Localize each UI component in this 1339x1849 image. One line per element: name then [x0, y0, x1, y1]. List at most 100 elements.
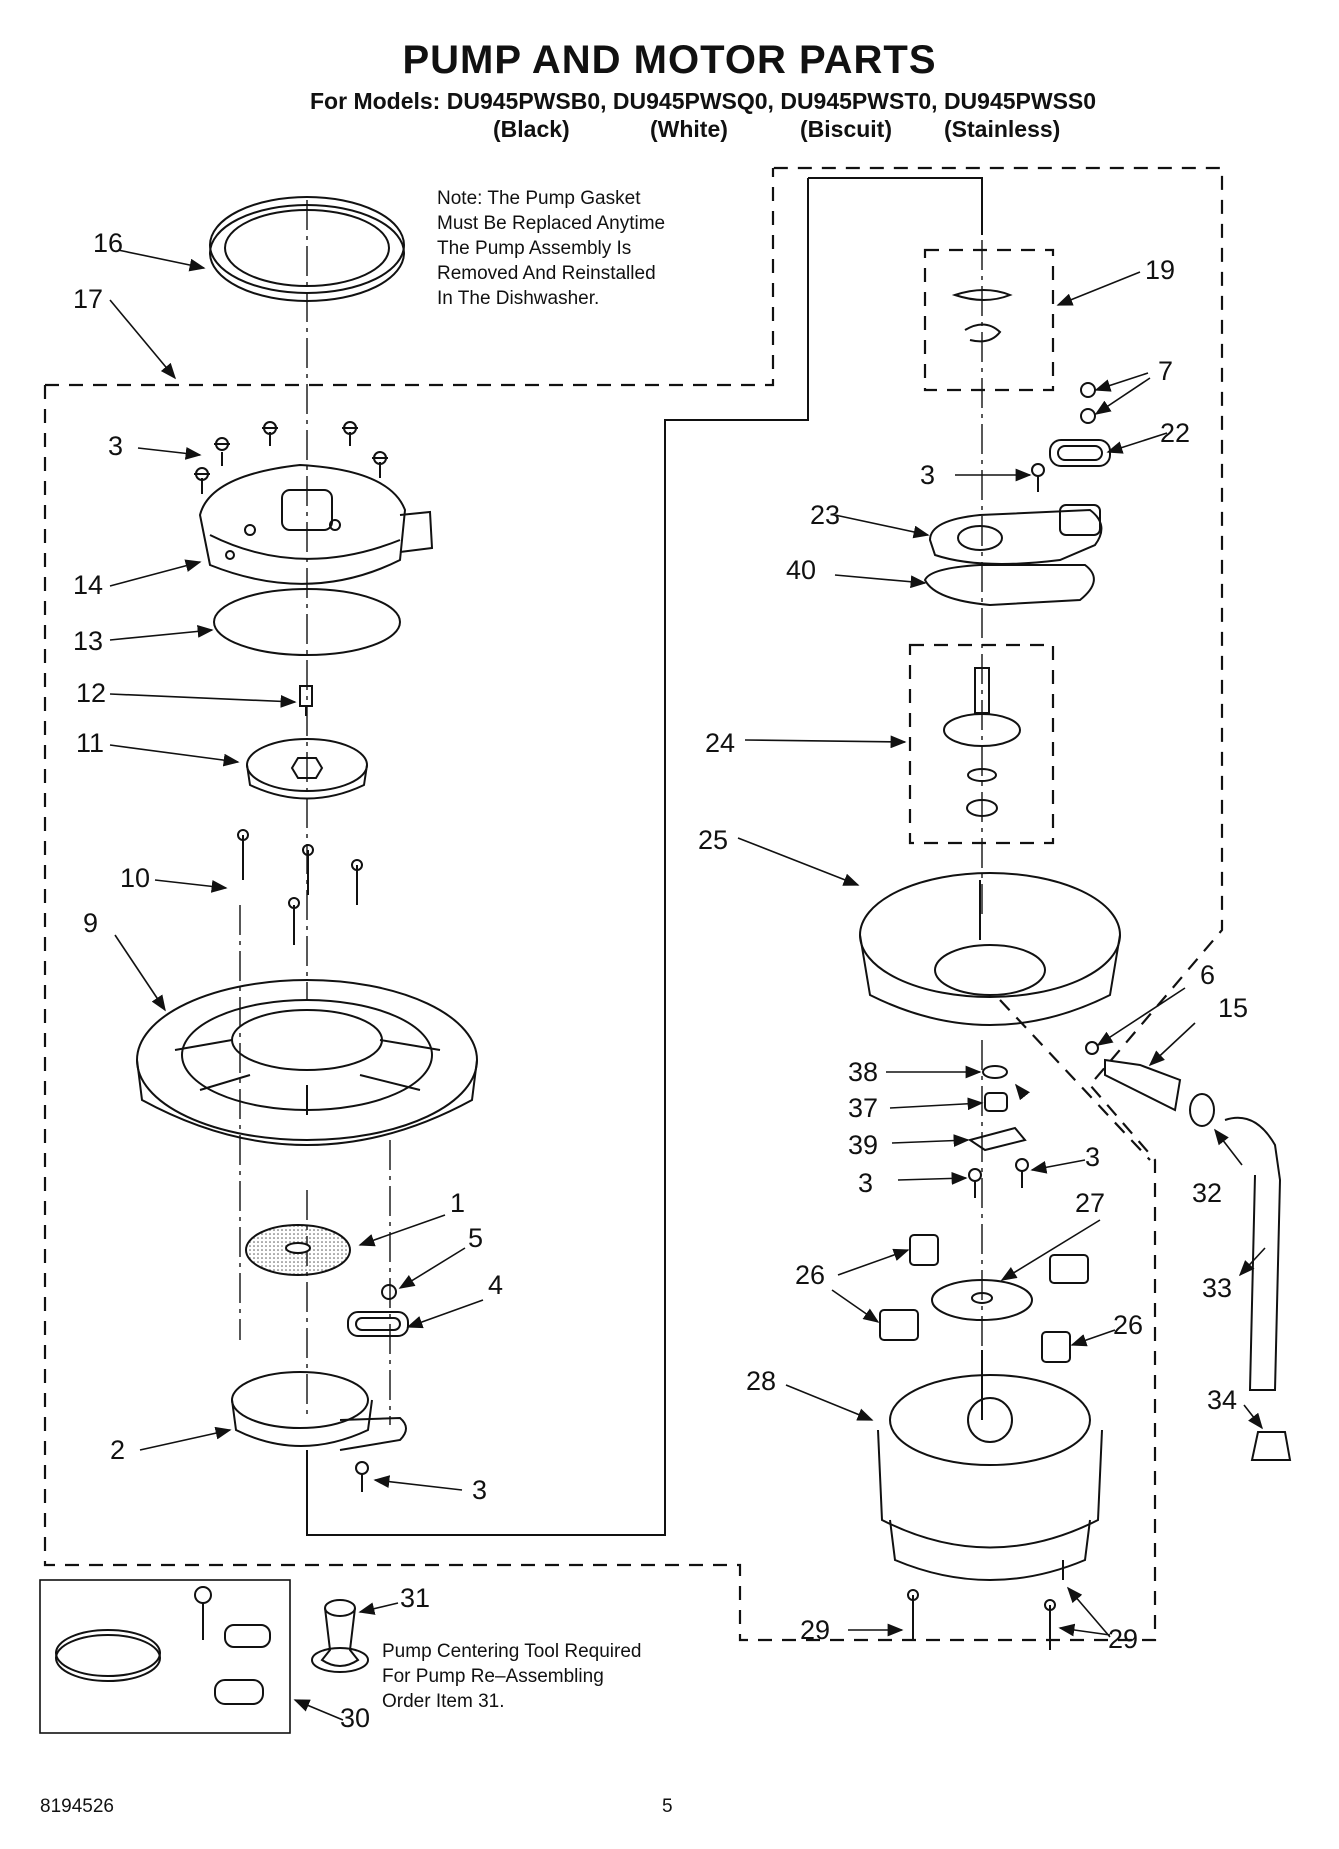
- kit-30-box: [39, 1579, 291, 1734]
- part-15-fitting: [1104, 1058, 1182, 1112]
- part-4-seal: [347, 1311, 409, 1337]
- tool-note: Pump Centering Tool Required For Pump Re…: [382, 1639, 641, 1714]
- callout-15: 15: [1218, 993, 1249, 1023]
- callout-26: 26: [795, 1260, 826, 1290]
- callout-11: 11: [76, 728, 105, 758]
- callout-30: 30: [340, 1703, 371, 1733]
- callout-26: 26: [1113, 1310, 1144, 1340]
- tool-note-line: For Pump Re–Assembling: [382, 1666, 604, 1687]
- callout-33: 33: [1202, 1273, 1233, 1303]
- callout-2: 2: [110, 1435, 126, 1465]
- callout-9: 9: [83, 908, 99, 938]
- models-line: For Models: DU945PWSB0, DU945PWSQ0, DU94…: [310, 88, 1097, 114]
- shaft-guide-line: [808, 177, 983, 235]
- part-37-bearing: [984, 1092, 1008, 1112]
- callout-5: 5: [468, 1223, 484, 1253]
- part-19-clip-spring: [951, 289, 1013, 343]
- part-3-screws-top: [194, 421, 388, 494]
- part-3-screws-right-mid: [968, 1158, 1029, 1198]
- part-1-filter-screen: [245, 1224, 351, 1276]
- frame-line: [306, 178, 809, 1536]
- callout-3: 3: [920, 460, 936, 490]
- part-26-clips: [879, 1234, 1089, 1363]
- callout-37: 37: [848, 1093, 879, 1123]
- callout-1: 1: [450, 1188, 466, 1218]
- callout-39: 39: [848, 1130, 879, 1160]
- part-34-cap: [1250, 1431, 1292, 1461]
- callout-24: 24: [705, 728, 736, 758]
- kit-19-boundary: [923, 248, 1055, 392]
- callout-25: 25: [698, 825, 729, 855]
- callout-3: 3: [858, 1168, 874, 1198]
- callout-22: 22: [1160, 418, 1191, 448]
- document-number: 8194526: [40, 1796, 114, 1817]
- part-7-balls: [1080, 382, 1096, 424]
- gasket-note: Note: The Pump Gasket Must Be Replaced A…: [437, 186, 665, 311]
- part-33-hose: [1224, 1116, 1282, 1391]
- callout-32: 32: [1192, 1178, 1223, 1208]
- color-black: (Black): [493, 116, 570, 142]
- page-title: PUMP AND MOTOR PARTS: [402, 38, 937, 82]
- callout-3: 3: [108, 431, 124, 461]
- leader-lines: [109, 249, 1266, 1721]
- part-5-ball: [381, 1284, 397, 1300]
- gasket-note-line: Note: The Pump Gasket: [437, 188, 641, 209]
- callout-16: 16: [93, 228, 124, 258]
- callout-19: 19: [1145, 255, 1176, 285]
- callout-23: 23: [810, 500, 841, 530]
- callout-29: 29: [1108, 1624, 1139, 1654]
- callout-6: 6: [1200, 960, 1216, 990]
- part-3-screw-bottom: [355, 1461, 369, 1492]
- color-biscuit: (Biscuit): [800, 116, 892, 142]
- part-39-plate: [967, 1126, 1027, 1152]
- part-6-ball: [1085, 1041, 1099, 1055]
- part-13-o-ring: [213, 588, 401, 656]
- part-11-impeller: [246, 738, 368, 800]
- part-27-slinger: [931, 1279, 1033, 1321]
- callout-10: 10: [120, 863, 151, 893]
- callout-14: 14: [73, 570, 104, 600]
- callout-3: 3: [472, 1475, 488, 1505]
- callout-28: 28: [746, 1366, 777, 1396]
- part-9-pump-base: [136, 979, 478, 1146]
- part-3-screw-right-top: [1031, 463, 1045, 492]
- callout-38: 38: [848, 1057, 879, 1087]
- gasket-note-line: In The Dishwasher.: [437, 288, 600, 309]
- tool-note-line: Order Item 31.: [382, 1691, 505, 1712]
- part-24-chopper-assembly: [943, 667, 1021, 817]
- assembly-boundaries: [43, 166, 1224, 1642]
- part-23-cover: [928, 504, 1103, 565]
- part-2-housing: [231, 1371, 407, 1451]
- callout-12: 12: [76, 678, 107, 708]
- callout-31: 31: [400, 1583, 431, 1613]
- part-10-screws: [237, 829, 363, 945]
- callout-27: 27: [1075, 1188, 1106, 1218]
- callout-13: 13: [73, 626, 104, 656]
- part-31-centering-tool: [311, 1599, 369, 1673]
- part-28-motor: [877, 1350, 1103, 1581]
- part-40-gasket: [923, 564, 1095, 607]
- callout-34: 34: [1207, 1385, 1238, 1415]
- part-22-seal: [1049, 439, 1111, 467]
- part-25-pump-cover: [859, 872, 1121, 1026]
- part-12-bolt: [299, 685, 313, 716]
- gasket-note-line: Removed And Reinstalled: [437, 263, 656, 284]
- page-number: 5: [662, 1796, 673, 1817]
- callout-40: 40: [786, 555, 817, 585]
- gasket-note-line: The Pump Assembly Is: [437, 238, 632, 259]
- part-16-gasket: [209, 196, 405, 302]
- part-30-kit-contents: [55, 1586, 271, 1705]
- pump-assembly-boundary-top: [45, 168, 775, 387]
- color-stainless: (Stainless): [944, 116, 1061, 142]
- part-38-washer: [982, 1065, 1008, 1079]
- center-lines: [239, 200, 983, 1425]
- callout-17: 17: [73, 284, 104, 314]
- part-29-screws: [907, 1560, 1064, 1650]
- gasket-note-line: Must Be Replaced Anytime: [437, 213, 666, 234]
- callout-7: 7: [1158, 356, 1174, 386]
- outer-assembly-boundary: [43, 166, 1224, 1642]
- part-32-o-ring: [1189, 1093, 1215, 1127]
- part-14-pump-housing: [198, 463, 434, 585]
- tool-note-line: Pump Centering Tool Required: [382, 1641, 642, 1662]
